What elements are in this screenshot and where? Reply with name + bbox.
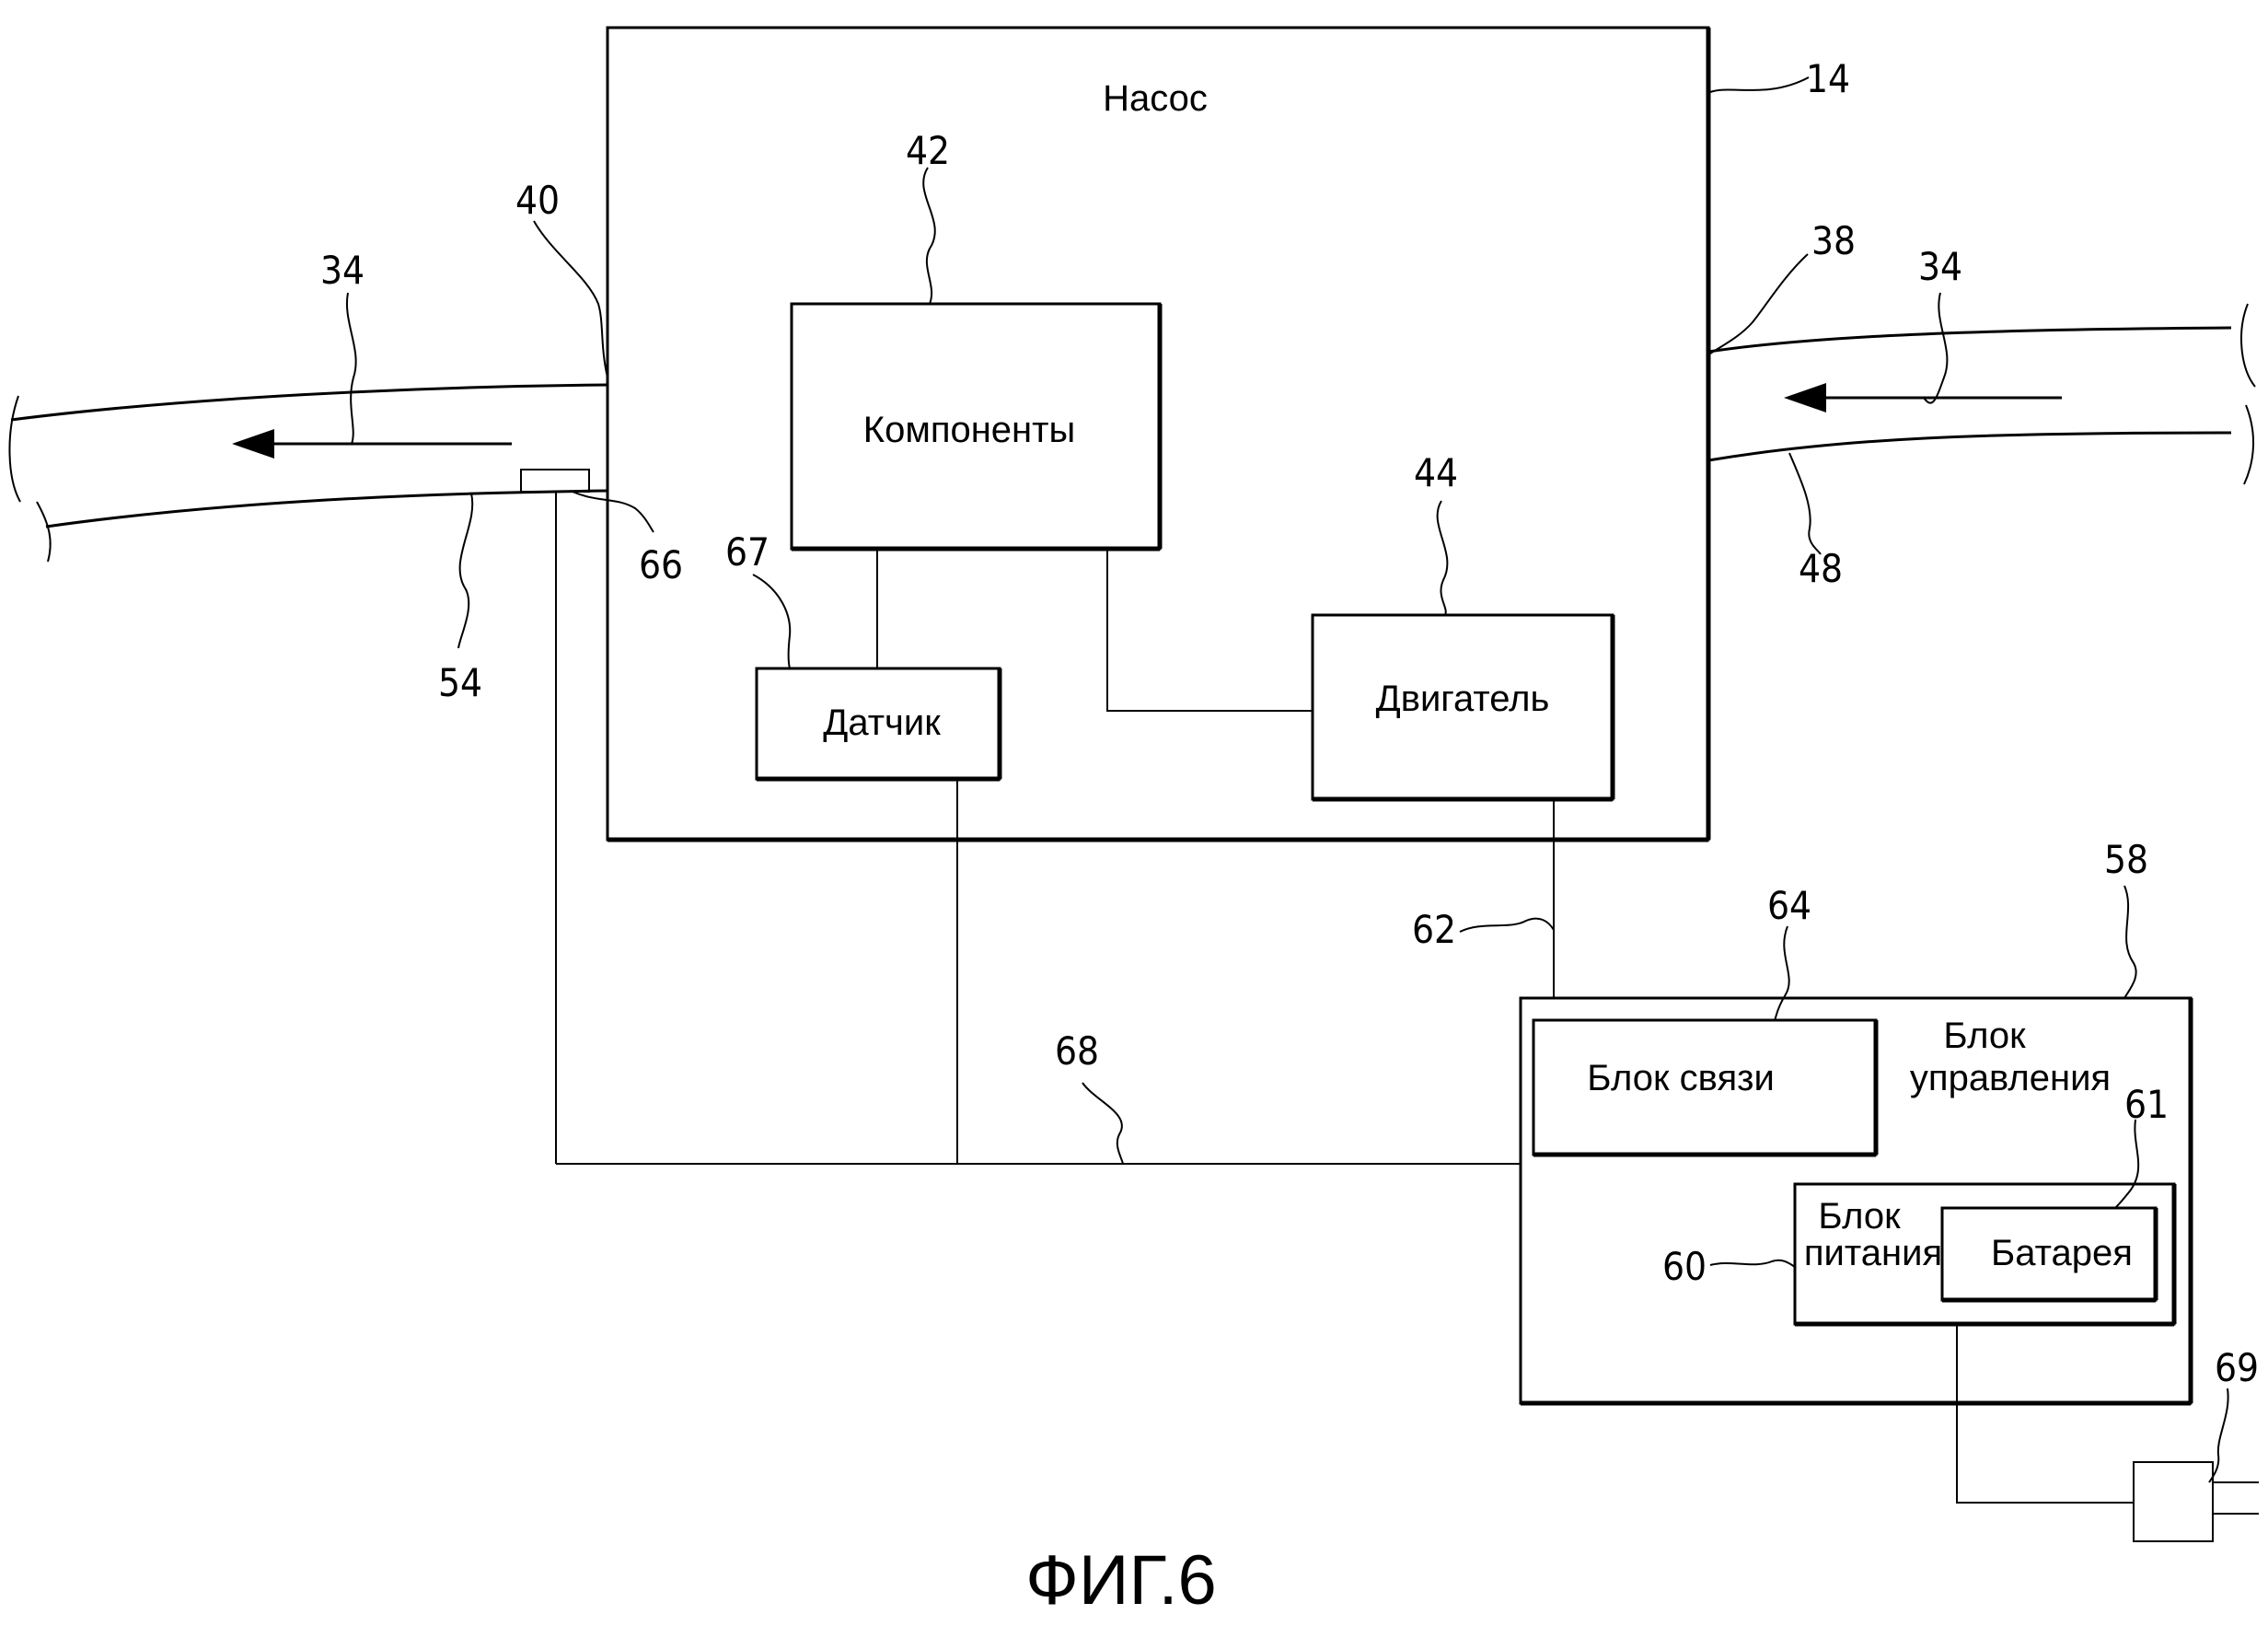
ref-34-right: 34 [1918,244,1962,289]
ref-48-group: 48 [1789,453,1843,591]
ref-40: 40 [515,178,560,223]
ref-48: 48 [1799,546,1843,591]
battery-label: Батарея [1991,1233,2133,1273]
ref-66: 66 [639,542,683,587]
power-unit-label-line1: Блок [1818,1196,1901,1237]
ref-58-group: 58 [2104,837,2148,998]
ref-44-group: 44 [1414,450,1458,615]
sensor-element-66 [521,470,589,492]
figure-caption: ФИГ.6 [1025,1541,1217,1620]
ref-34-left-group: 34 [320,248,364,444]
control-unit-label-line1: Блок [1943,1016,2026,1056]
comm-unit-label: Блок связи [1587,1058,1775,1098]
ref-58: 58 [2104,837,2148,882]
components-label: Компоненты [863,410,1075,450]
ref-68-group: 68 [1055,1028,1123,1164]
control-unit-label-line2: управления [1910,1058,2111,1098]
ref-69-group: 69 [2209,1345,2259,1482]
ref-60: 60 [1662,1244,1707,1289]
ref-34-left: 34 [320,248,364,293]
power-plug-69 [1957,1324,2259,1541]
components-motor-link [1107,549,1313,711]
outlet-flow-arrow [232,429,512,459]
ref-68: 68 [1055,1028,1099,1074]
ref-42-group: 42 [906,128,950,304]
ref-38-group: 38 [1710,218,1856,354]
ref-69: 69 [2215,1345,2259,1390]
ref-44: 44 [1414,450,1458,495]
ref-62: 62 [1412,907,1456,952]
ref-14: 14 [1806,56,1850,101]
signal-bus-68 [556,492,1521,1164]
ref-62-group: 62 [1412,907,1554,952]
power-unit-label-line2: питания [1804,1233,1942,1273]
ref-61: 61 [2124,1082,2169,1127]
ref-34-right-group: 34 [1918,244,1962,403]
ref-66-group: 66 [573,492,683,587]
ref-67-group: 67 [725,529,790,668]
ref-64-group: 64 [1767,883,1811,1020]
motor-label: Двигатель [1376,679,1550,719]
ref-14-group: 14 [1710,56,1850,101]
sensor-label: Датчик [823,703,941,743]
outlet-tube [9,385,608,562]
ref-38: 38 [1811,218,1856,263]
ref-54: 54 [438,660,482,705]
ref-42: 42 [906,128,950,173]
ref-64: 64 [1767,883,1811,928]
ref-67: 67 [725,529,770,575]
pump-label: Насос [1103,78,1208,119]
ref-61-group: 61 [2115,1082,2169,1208]
ref-40-group: 40 [515,178,608,377]
ref-60-group: 60 [1662,1244,1795,1289]
inlet-flow-arrow [1784,383,2062,412]
ref-54-group: 54 [438,494,482,705]
